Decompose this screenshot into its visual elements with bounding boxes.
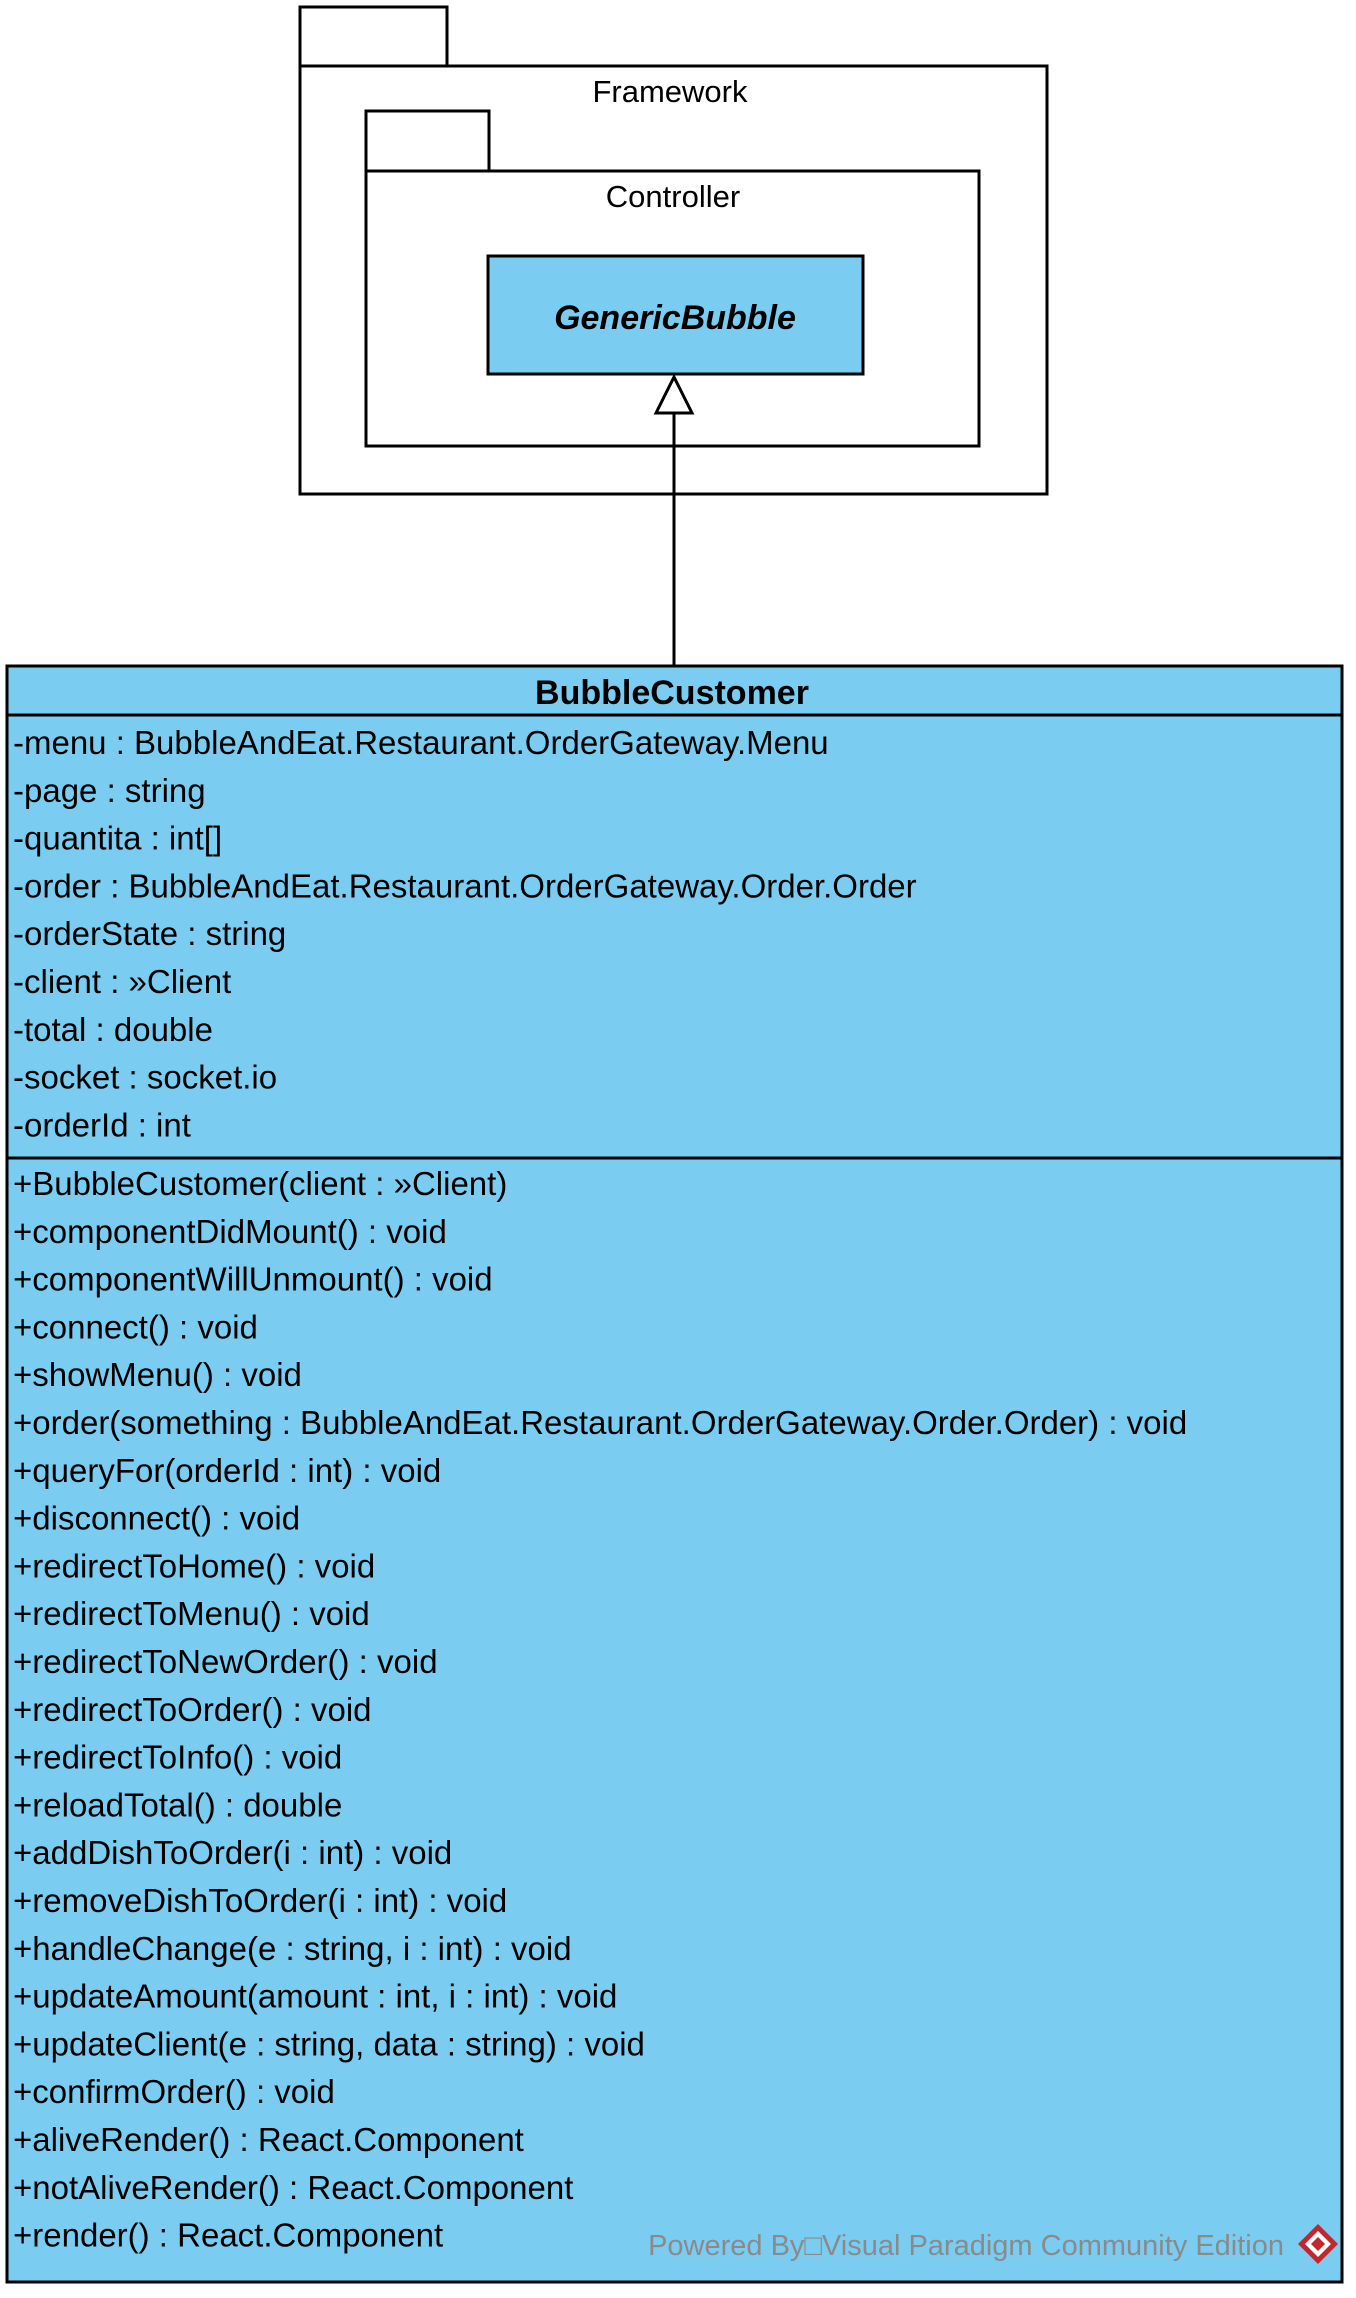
class-attribute[interactable]: -order : BubbleAndEat.Restaurant.OrderGa… — [13, 867, 917, 904]
class-operation[interactable]: +queryFor(orderId : int) : void — [13, 1452, 441, 1489]
class-attribute[interactable]: -page : string — [13, 772, 206, 809]
class-operation[interactable]: +reloadTotal() : double — [13, 1786, 342, 1823]
class-genericbubble-name: GenericBubble — [554, 299, 796, 337]
class-attribute[interactable]: -menu : BubbleAndEat.Restaurant.OrderGat… — [13, 724, 829, 761]
class-operation[interactable]: +redirectToOrder() : void — [13, 1691, 372, 1728]
class-operation[interactable]: +addDishToOrder(i : int) : void — [13, 1834, 452, 1871]
class-operation[interactable]: +redirectToInfo() : void — [13, 1739, 342, 1776]
class-operation[interactable]: +aliveRender() : React.Component — [13, 2121, 524, 2158]
class-operation[interactable]: +componentWillUnmount() : void — [13, 1261, 493, 1298]
watermark-text: Powered By□Visual Paradigm Community Edi… — [648, 2230, 1284, 2262]
operations-compartment: +BubbleCustomer(client : »Client) +compon… — [13, 1165, 1187, 2254]
class-operation[interactable]: +connect() : void — [13, 1308, 258, 1345]
class-operation[interactable]: +order(something : BubbleAndEat.Restaura… — [13, 1404, 1187, 1441]
class-attribute[interactable]: -client : »Client — [13, 963, 231, 1000]
visual-paradigm-logo-icon — [1298, 2224, 1338, 2264]
class-bubblecustomer[interactable]: BubbleCustomer -menu : BubbleAndEat.Rest… — [5, 664, 1344, 2284]
class-attribute[interactable]: -orderState : string — [13, 915, 286, 952]
class-attribute[interactable]: -orderId : int — [13, 1106, 191, 1143]
class-operation[interactable]: +updateClient(e : string, data : string)… — [13, 2025, 645, 2062]
generalization-arrowhead — [653, 373, 695, 415]
class-operation[interactable]: +render() : React.Component — [13, 2217, 443, 2254]
class-attribute[interactable]: -total : double — [13, 1011, 213, 1048]
package-framework-tab — [298, 5, 449, 69]
class-operation[interactable]: +BubbleCustomer(client : »Client) — [13, 1165, 507, 1202]
class-bubblecustomer-name: BubbleCustomer — [535, 674, 809, 712]
class-operation[interactable]: +removeDishToOrder(i : int) : void — [13, 1882, 507, 1919]
package-controller-tab — [364, 109, 491, 173]
class-operation[interactable]: +notAliveRender() : React.Component — [13, 2169, 573, 2206]
class-attribute[interactable]: -socket : socket.io — [13, 1059, 277, 1096]
class-bubblecustomer-box — [5, 664, 1344, 2284]
class-operation[interactable]: +redirectToMenu() : void — [13, 1595, 370, 1632]
class-operation[interactable]: +componentDidMount() : void — [13, 1213, 447, 1250]
class-operation[interactable]: +redirectToNewOrder() : void — [13, 1643, 438, 1680]
class-attribute[interactable]: -quantita : int[] — [13, 820, 222, 857]
class-genericbubble[interactable]: GenericBubble — [486, 254, 865, 376]
package-controller-name: Controller — [606, 179, 740, 214]
package-framework-name: Framework — [592, 74, 748, 109]
class-operation[interactable]: +disconnect() : void — [13, 1500, 300, 1537]
class-operation[interactable]: +handleChange(e : string, i : int) : voi… — [13, 1930, 572, 1967]
class-operation[interactable]: +updateAmount(amount : int, i : int) : v… — [13, 1978, 617, 2015]
class-operation[interactable]: +showMenu() : void — [13, 1356, 302, 1393]
watermark: Powered By□Visual Paradigm Community Edi… — [648, 2224, 1338, 2264]
class-genericbubble-box — [486, 254, 865, 376]
class-operation[interactable]: +redirectToHome() : void — [13, 1547, 375, 1584]
class-operation[interactable]: +confirmOrder() : void — [13, 2073, 335, 2110]
attributes-compartment: -menu : BubbleAndEat.Restaurant.OrderGat… — [13, 724, 917, 1143]
generalization-arrow[interactable] — [653, 373, 695, 665]
